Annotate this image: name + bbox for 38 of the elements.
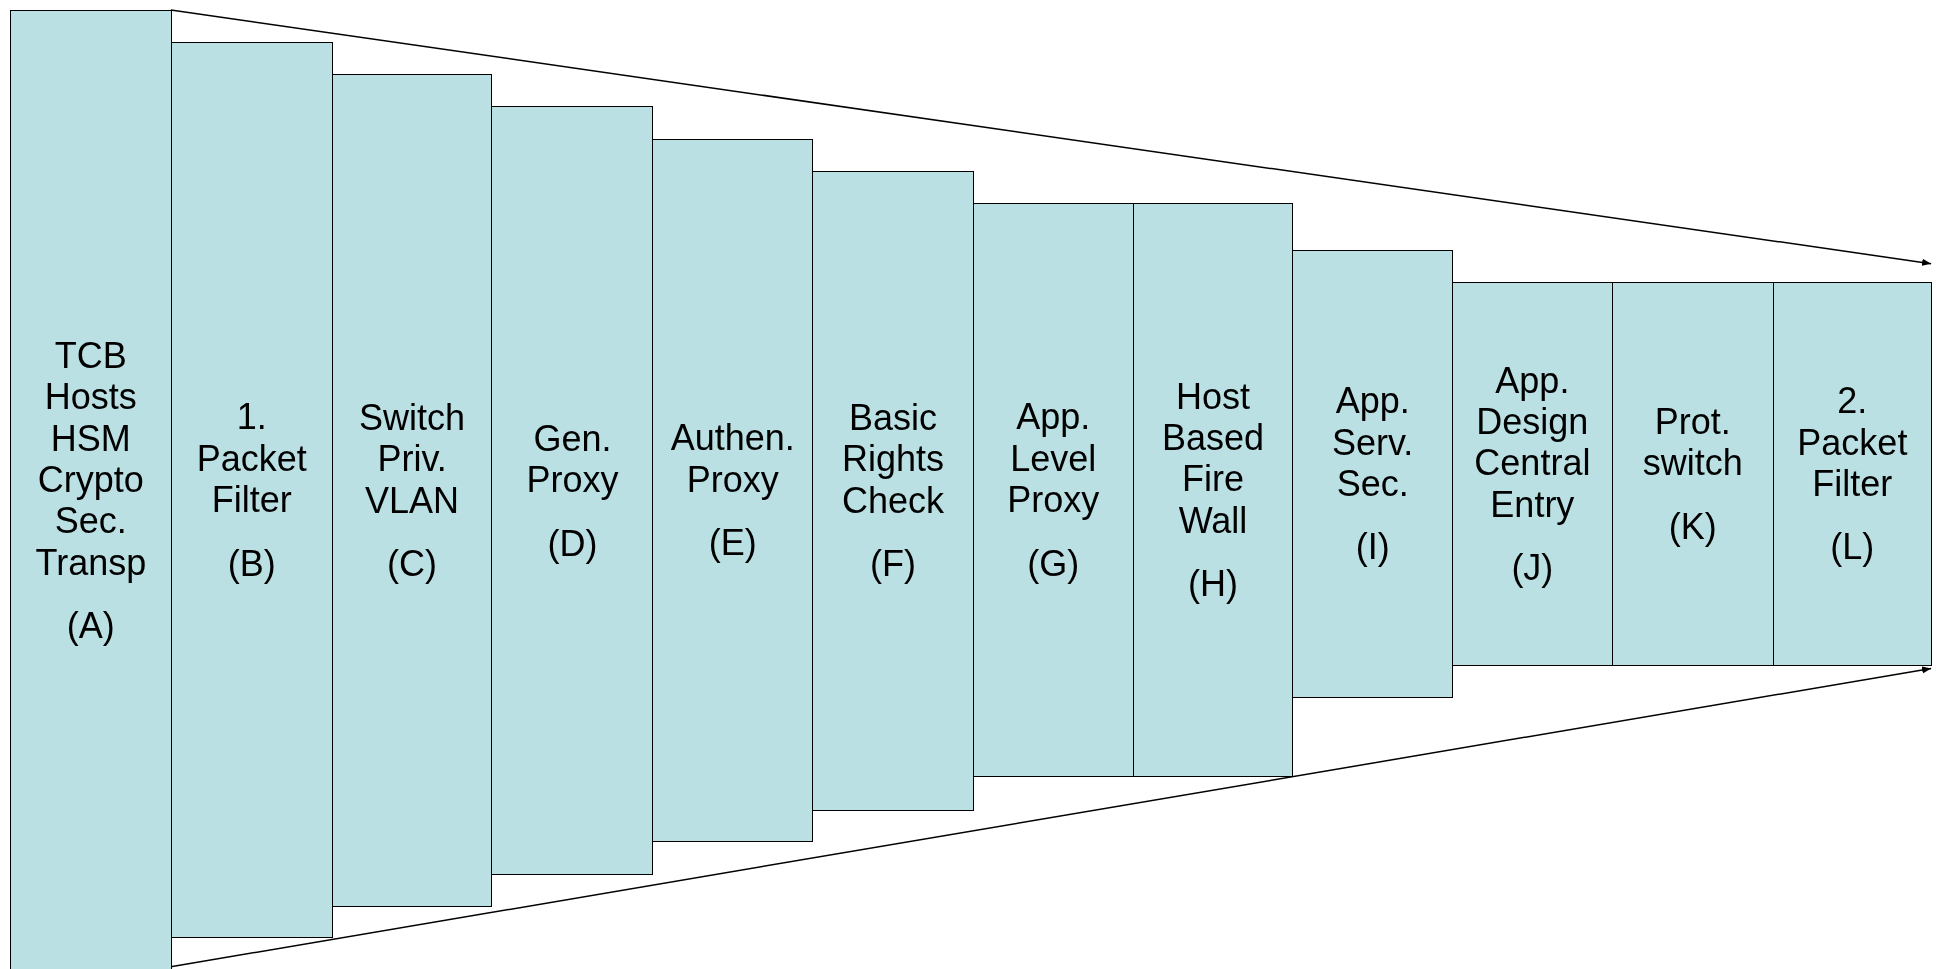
layer-letter: (H) xyxy=(1188,563,1238,605)
layer-box xyxy=(9,9,172,969)
layer-label: Gen. Proxy xyxy=(526,417,619,501)
layer-box xyxy=(1772,282,1933,666)
layer-letter: (I) xyxy=(1355,526,1390,568)
arrow xyxy=(170,666,1932,968)
layer-label: Host Based Fire Wall xyxy=(1161,375,1265,542)
layer-label: TCB Hosts HSM Crypto Sec. Transp xyxy=(35,334,147,584)
layer-box xyxy=(812,170,974,811)
layer-letter: (K) xyxy=(1668,505,1717,548)
layer-label: 1. Packet Filter xyxy=(196,396,307,521)
layer-letter: (E) xyxy=(708,521,757,564)
layer-label: Basic Rights Check xyxy=(842,397,945,522)
layer-label: Authen. Proxy xyxy=(670,417,795,500)
layer-letter: (D) xyxy=(547,522,598,564)
layer-box xyxy=(972,203,1134,778)
layer-box xyxy=(170,42,333,939)
layer-box xyxy=(1132,203,1294,778)
layer-label: 2. Packet Filter xyxy=(1797,380,1908,505)
layer-letter: (J) xyxy=(1511,547,1554,589)
layer-letter: (G) xyxy=(1027,542,1080,584)
layer-label: App. Level Proxy xyxy=(1007,396,1100,521)
layer-letter: (B) xyxy=(227,542,276,584)
arrow xyxy=(170,9,1932,266)
layer-box xyxy=(1611,282,1774,666)
layer-box xyxy=(1292,250,1453,699)
layer-label: Prot. switch xyxy=(1642,401,1743,484)
layer-box xyxy=(652,138,814,842)
layer-letter: (L) xyxy=(1830,526,1875,568)
layer-letter: (F) xyxy=(870,543,916,585)
layer-label: App. Serv. Sec. xyxy=(1332,380,1414,505)
layer-box xyxy=(491,106,654,876)
layer-box xyxy=(1452,282,1613,666)
layer-label: App. Design Central Entry xyxy=(1474,359,1591,526)
layer-box xyxy=(331,74,493,908)
layer-letter: (A) xyxy=(66,605,115,647)
layer-letter: (C) xyxy=(387,543,438,585)
layer-label: Switch Priv. VLAN xyxy=(359,397,466,522)
